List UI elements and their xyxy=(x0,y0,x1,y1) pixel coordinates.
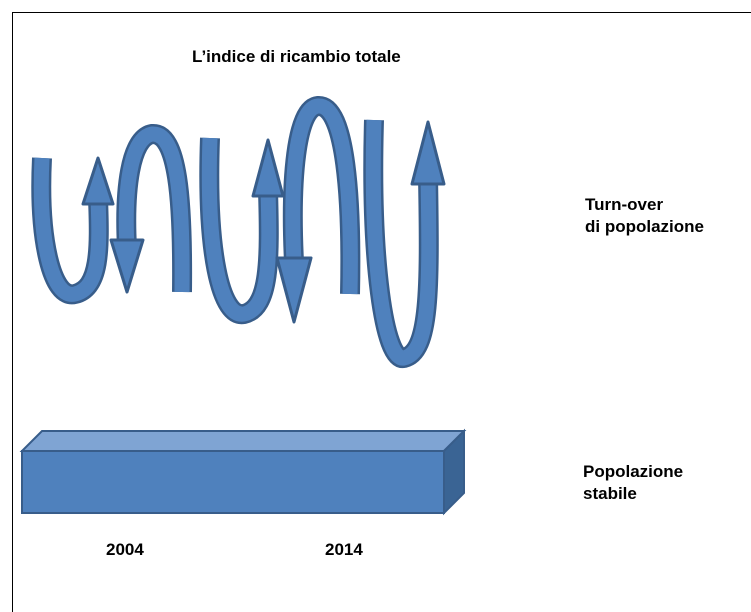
arrow-head-up-1 xyxy=(81,156,115,206)
bar-top-face xyxy=(19,430,467,452)
year-label-2004: 2004 xyxy=(106,540,144,559)
turnover-label: Turn-over di popolazione xyxy=(585,194,704,238)
diagram-canvas xyxy=(19,96,467,516)
arrow-head-down-2 xyxy=(275,256,313,324)
stable-population-bar xyxy=(19,428,467,516)
turnover-label-line-2: di popolazione xyxy=(585,217,704,236)
diagram-title: L’indice di ricambio totale xyxy=(192,47,401,66)
arrow-head-up-2 xyxy=(251,138,285,198)
stable-label-line-1: Popolazione xyxy=(583,462,684,481)
turnover-label-line-1: Turn-over xyxy=(585,195,664,214)
bar-front-face xyxy=(21,450,445,514)
diagram-frame xyxy=(12,12,751,612)
arrow-head-down-1 xyxy=(109,238,145,294)
spiral-arrows xyxy=(31,96,446,368)
arrow-head-up-3 xyxy=(410,120,446,186)
stable-population-label: Popolazione stabile xyxy=(583,461,683,505)
stable-label-line-2: stabile xyxy=(583,484,637,503)
year-label-2014: 2014 xyxy=(325,540,363,559)
